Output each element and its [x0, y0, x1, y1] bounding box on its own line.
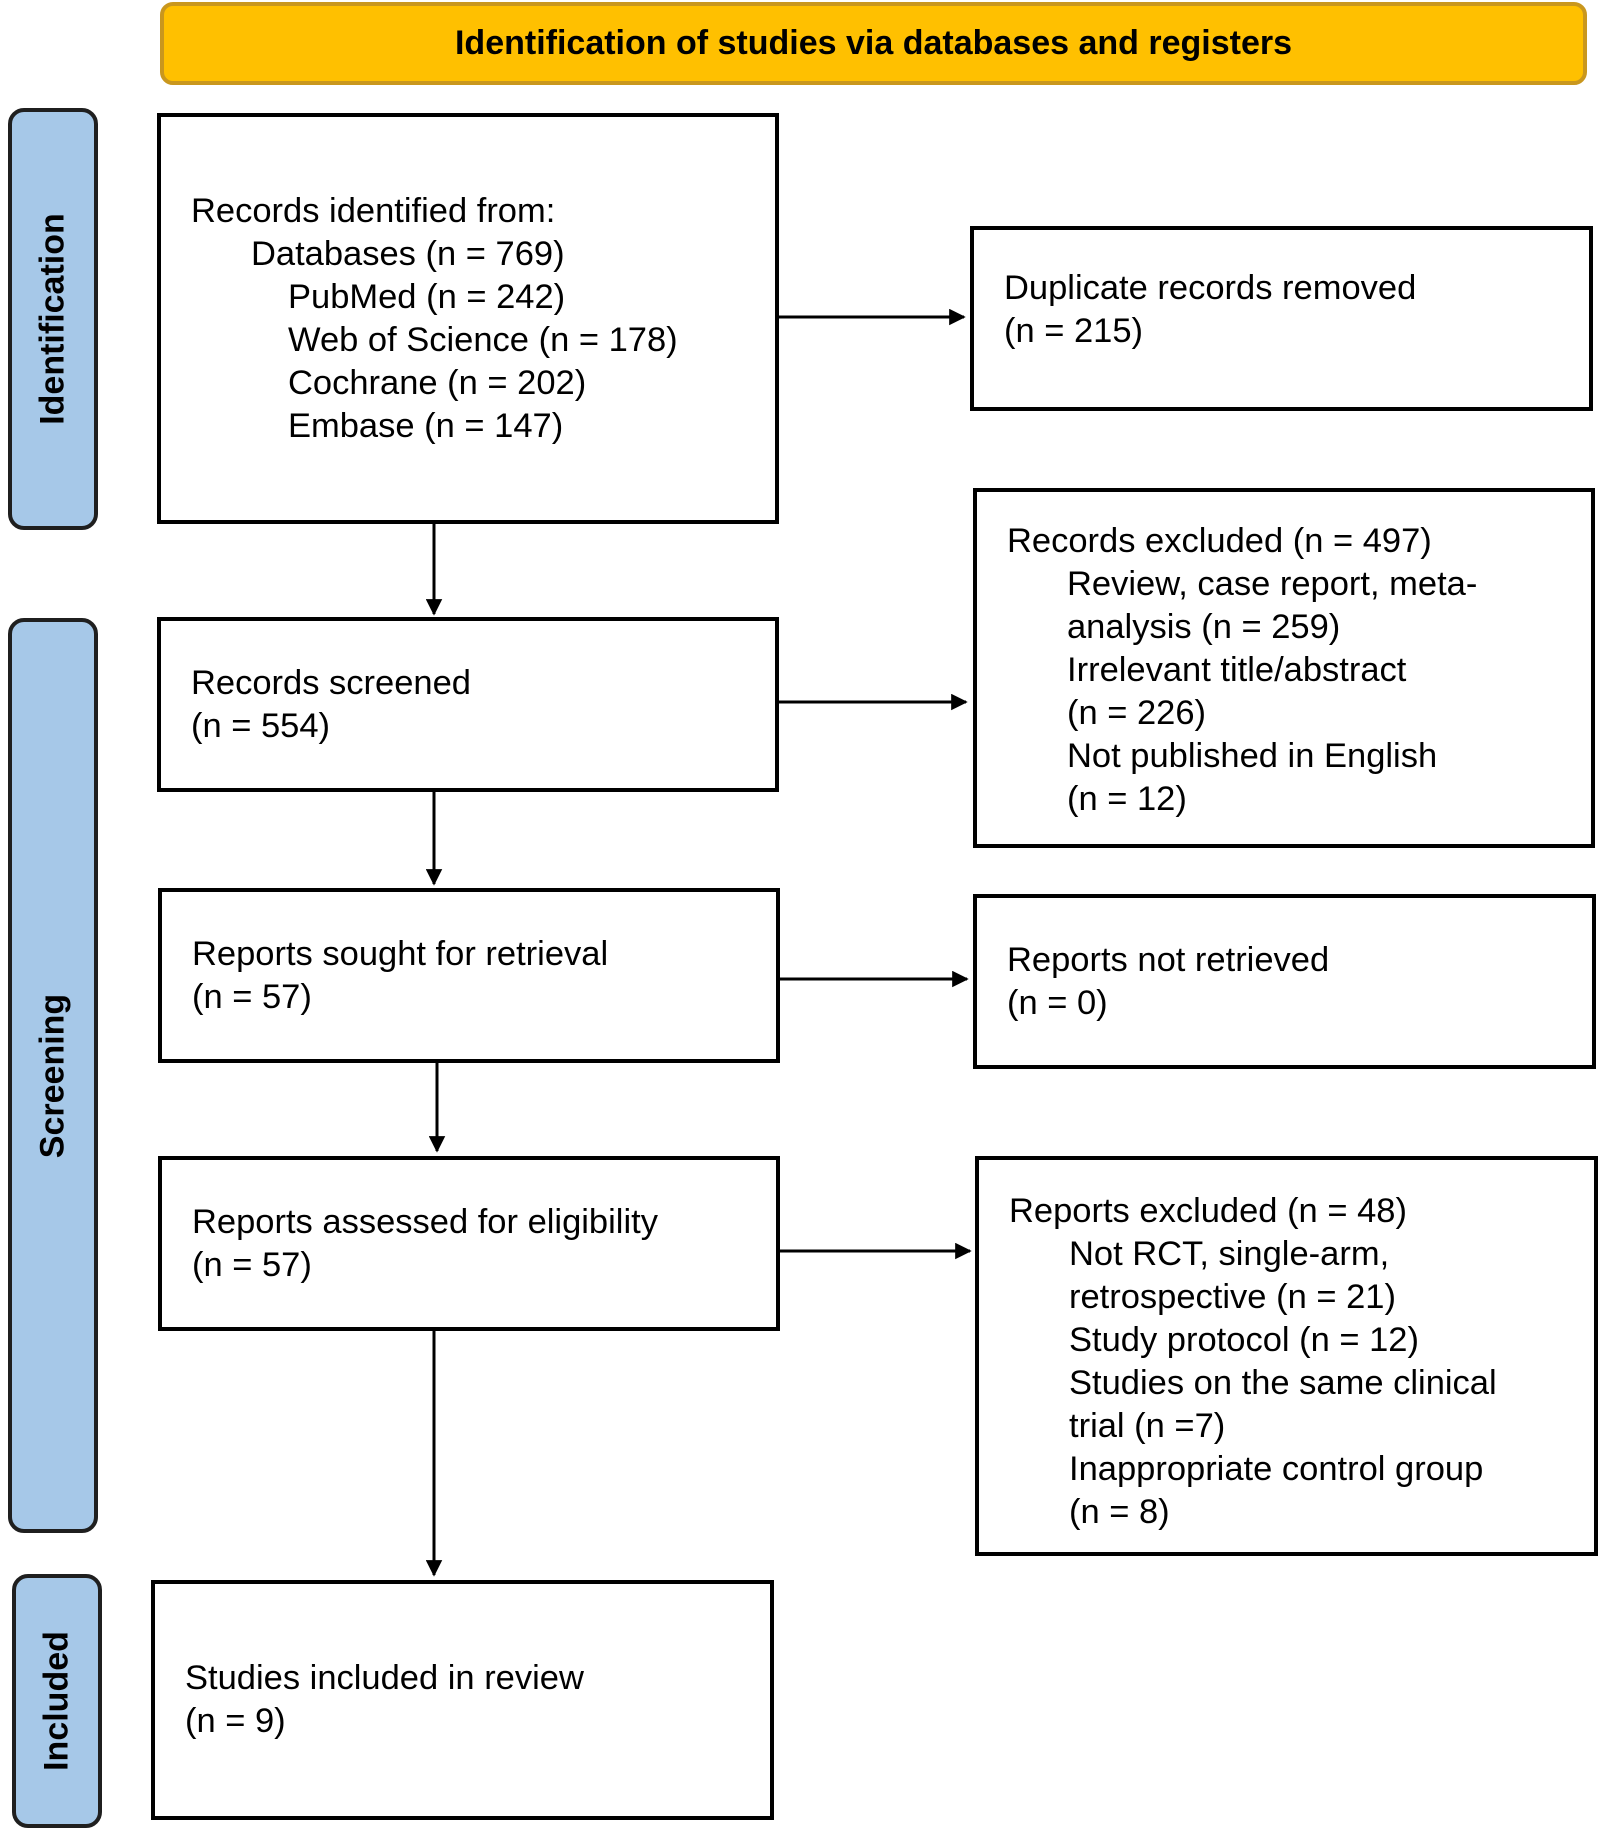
reports-assessed-box: Reports assessed for eligibility (n = 57… — [158, 1156, 780, 1331]
records-excluded-box: Records excluded (n = 497) Review, case … — [973, 488, 1595, 848]
records-identified-heading: Records identified from: — [191, 191, 556, 230]
reports-not-retrieved-label: Reports not retrieved — [1007, 940, 1330, 979]
reports-assessed-label: Reports assessed for eligibility — [192, 1202, 658, 1241]
reports-excluded-reason: Inappropriate control group — [1069, 1450, 1484, 1488]
records-excluded-reason: Irrelevant title/abstract — [1067, 651, 1407, 689]
reports-not-retrieved-count: (n = 0) — [1007, 983, 1108, 1022]
phase-included: Included — [12, 1574, 102, 1828]
studies-included-label: Studies included in review — [185, 1659, 584, 1697]
reports-excluded-reason: Studies on the same clinical — [1069, 1364, 1497, 1402]
phase-identification: Identification — [8, 108, 98, 530]
phase-screening: Screening — [8, 618, 98, 1533]
source-web-of-science: Web of Science (n = 178) — [288, 320, 678, 359]
reports-excluded-reason: Study protocol (n = 12) — [1069, 1321, 1419, 1359]
phase-identification-label: Identification — [33, 213, 72, 425]
records-excluded-reason: Review, case report, meta- — [1067, 565, 1478, 603]
databases-total: Databases (n = 769) — [251, 234, 565, 273]
records-identified-box: Records identified from: Databases (n = … — [157, 113, 779, 524]
reports-sought-count: (n = 57) — [192, 977, 312, 1016]
source-cochrane: Cochrane (n = 202) — [288, 363, 587, 402]
header-title: Identification of studies via databases … — [454, 24, 1293, 62]
reports-sought-label: Reports sought for retrieval — [192, 934, 609, 973]
reports-not-retrieved-box: Reports not retrieved (n = 0) — [973, 894, 1596, 1069]
duplicates-removed-box: Duplicate records removed (n = 215) — [970, 226, 1593, 411]
records-excluded-reason: (n = 12) — [1067, 780, 1187, 818]
records-excluded-reason: analysis (n = 259) — [1067, 608, 1341, 646]
records-screened-box: Records screened (n = 554) — [157, 617, 779, 792]
records-excluded-reason: (n = 226) — [1067, 694, 1207, 732]
phase-screening-label: Screening — [33, 993, 72, 1158]
source-embase: Embase (n = 147) — [288, 406, 564, 445]
records-excluded-heading: Records excluded (n = 497) — [1007, 522, 1432, 560]
duplicates-removed-label: Duplicate records removed — [1004, 268, 1417, 307]
records-excluded-reason: Not published in English — [1067, 737, 1438, 775]
reports-excluded-reason: trial (n =7) — [1069, 1407, 1226, 1445]
records-screened-count: (n = 554) — [191, 706, 331, 745]
reports-excluded-heading: Reports excluded (n = 48) — [1009, 1192, 1407, 1230]
studies-included-count: (n = 9) — [185, 1702, 286, 1740]
header-banner: Identification of studies via databases … — [160, 2, 1587, 85]
reports-assessed-count: (n = 57) — [192, 1245, 312, 1284]
studies-included-box: Studies included in review (n = 9) — [151, 1580, 774, 1820]
reports-excluded-reason: Not RCT, single-arm, — [1069, 1235, 1390, 1273]
reports-excluded-reason: (n = 8) — [1069, 1493, 1170, 1531]
duplicates-removed-count: (n = 215) — [1004, 311, 1144, 350]
source-pubmed: PubMed (n = 242) — [288, 277, 566, 316]
reports-excluded-reason: retrospective (n = 21) — [1069, 1278, 1396, 1316]
records-screened-label: Records screened — [191, 663, 471, 702]
reports-excluded-box: Reports excluded (n = 48) Not RCT, singl… — [975, 1156, 1598, 1556]
reports-sought-box: Reports sought for retrieval (n = 57) — [158, 888, 780, 1063]
phase-included-label: Included — [37, 1631, 76, 1771]
